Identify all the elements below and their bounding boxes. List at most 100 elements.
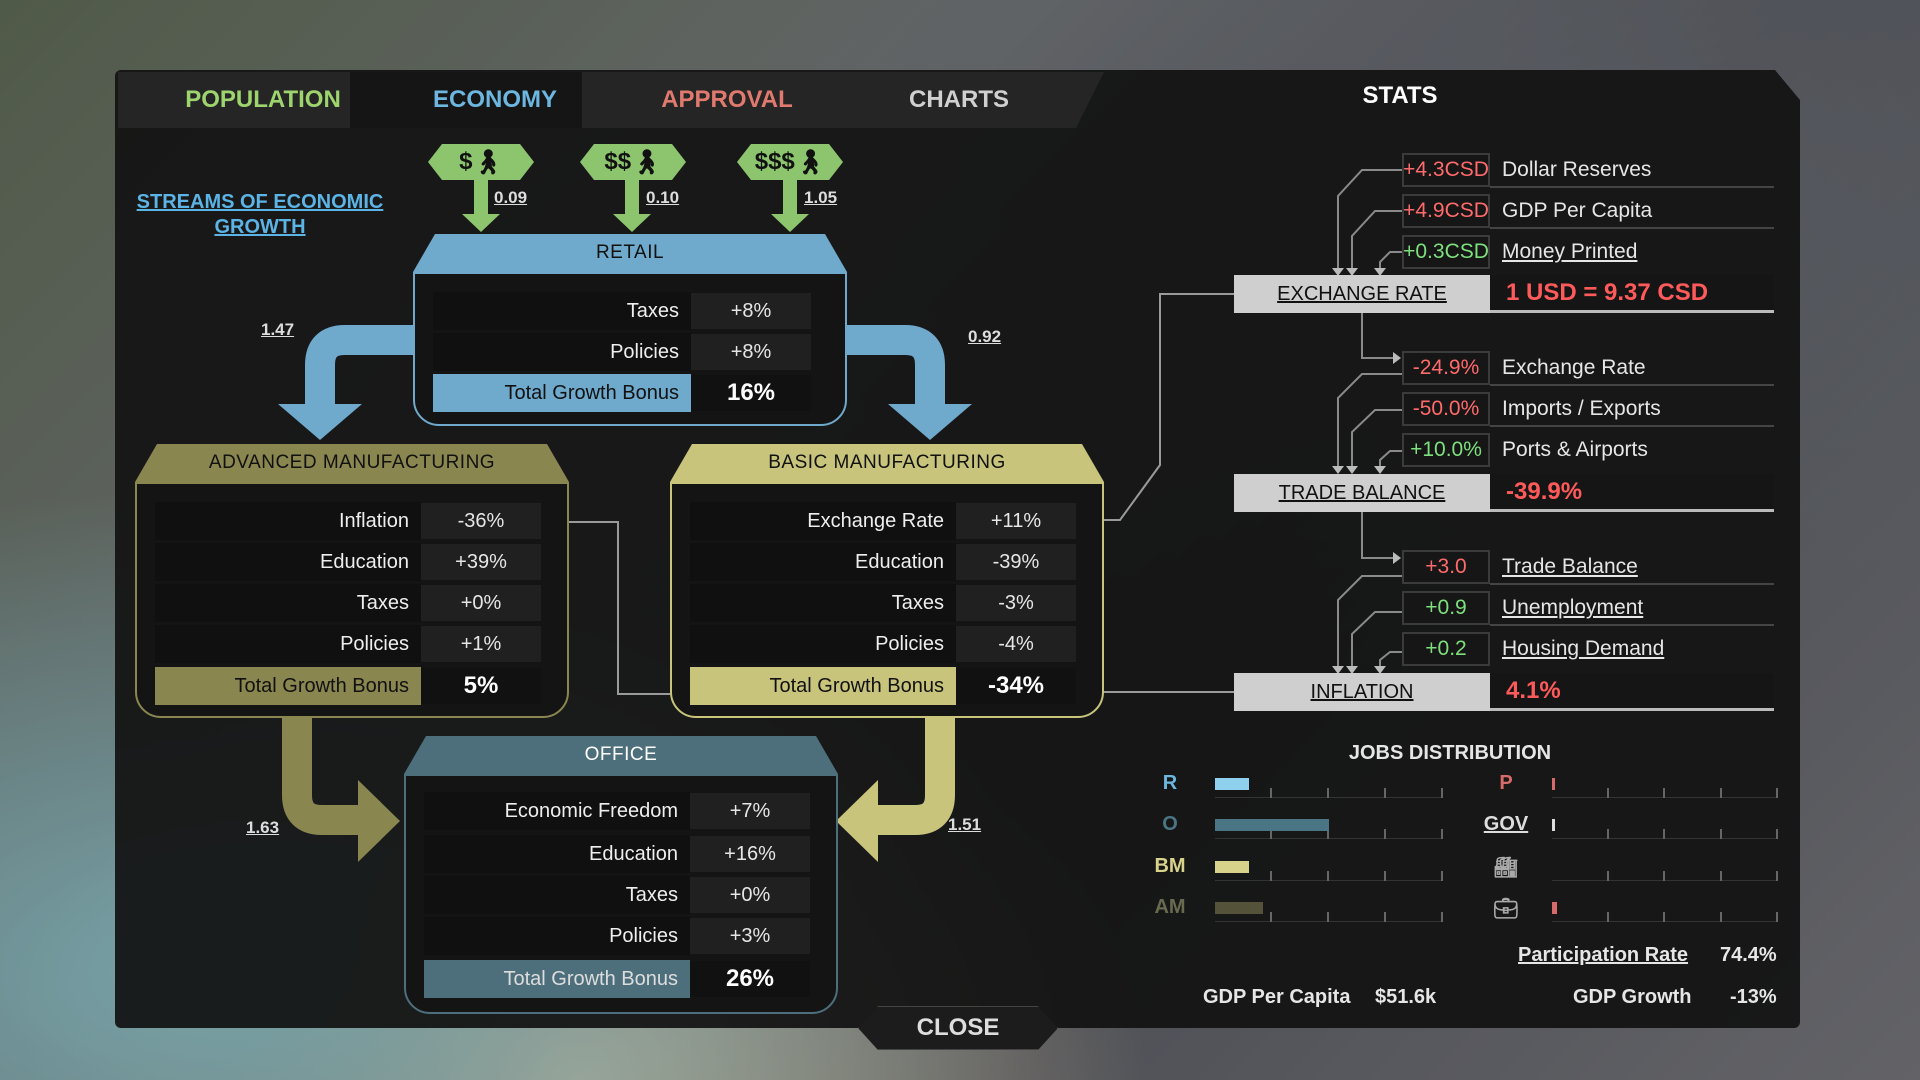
am-header: ADVANCED MANUFACTURING bbox=[135, 444, 569, 482]
wealth-low-value: 0.09 bbox=[494, 188, 528, 207]
jobs-track bbox=[1215, 894, 1443, 922]
bm-total-row: Total Growth Bonus-34% bbox=[690, 667, 1076, 705]
divider bbox=[1490, 227, 1774, 229]
jobs-tick bbox=[1606, 829, 1609, 839]
jobs-tick bbox=[1719, 912, 1722, 922]
bm-row-education: Education-39% bbox=[690, 543, 1076, 581]
jobs-tick bbox=[1270, 788, 1272, 798]
jobs-tick bbox=[1663, 788, 1665, 798]
dollar-icon: $$ bbox=[604, 148, 632, 175]
jobs-bar bbox=[1215, 819, 1329, 831]
jobs-tick bbox=[1327, 788, 1329, 798]
am-row-policies: Policies+1% bbox=[155, 625, 541, 663]
jobs-tick bbox=[1327, 912, 1329, 922]
jobs-bar bbox=[1552, 902, 1557, 914]
gdp-growth-value: -13% bbox=[1730, 986, 1777, 1008]
jobs-tick bbox=[1776, 912, 1778, 922]
jobs-tick bbox=[1719, 829, 1722, 839]
flow-retail-bm-value: 0.92 bbox=[968, 327, 1002, 346]
factory-icon: 🏭︎ bbox=[1493, 857, 1519, 879]
close-button[interactable]: CLOSE bbox=[858, 1006, 1058, 1050]
bm-row-exchange-rate: Exchange Rate+11% bbox=[690, 502, 1076, 540]
person-icon: 🚶︎ bbox=[472, 148, 503, 176]
jobs-tick bbox=[1384, 788, 1386, 798]
trade-balance-row[interactable]: TRADE BALANCE-39.9% bbox=[1234, 474, 1774, 512]
retail-row-taxes: Taxes+8% bbox=[433, 292, 811, 330]
office-row-economic-freedom: Economic Freedom+7% bbox=[424, 792, 810, 830]
streams-of-economic-growth-link[interactable]: STREAMS OF ECONOMIC GROWTH bbox=[136, 191, 384, 238]
jobs-tick bbox=[1663, 829, 1665, 839]
jobs-tick bbox=[1327, 871, 1329, 881]
jobs-track bbox=[1552, 894, 1778, 922]
jobs-bar bbox=[1215, 902, 1263, 914]
jobs-label-gov[interactable]: GOV bbox=[1483, 813, 1529, 835]
divider bbox=[1490, 186, 1774, 188]
jobs-tick bbox=[1606, 871, 1609, 881]
person-icon: 🚶︎ bbox=[631, 148, 662, 176]
wealth-high-value: 1.05 bbox=[804, 188, 838, 207]
jobs-track bbox=[1215, 770, 1443, 798]
jobs-tick bbox=[1441, 912, 1443, 922]
flow-bm-office-value: 1.51 bbox=[948, 815, 982, 834]
participation-rate-value: 74.4% bbox=[1720, 944, 1777, 966]
participation-rate-label[interactable]: Participation Rate bbox=[1518, 944, 1689, 966]
divider bbox=[1490, 384, 1774, 386]
jobs-tick bbox=[1270, 912, 1272, 922]
jobs-tick bbox=[1384, 912, 1386, 922]
jobs-tick bbox=[1384, 829, 1386, 839]
jobs-tick bbox=[1606, 912, 1609, 922]
jobs-tick bbox=[1270, 871, 1272, 881]
jobs-track bbox=[1552, 853, 1778, 881]
stat-imports-exports: -50.0%Imports / Exports bbox=[1402, 391, 1661, 427]
bm-row-policies: Policies-4% bbox=[690, 625, 1076, 663]
stat-exchange-rate: -24.9%Exchange Rate bbox=[1402, 350, 1646, 386]
divider bbox=[1490, 624, 1774, 626]
jobs-tick bbox=[1270, 829, 1272, 839]
retail-header: RETAIL bbox=[413, 234, 847, 272]
wealth-mid-tag: $$🚶︎ bbox=[580, 144, 686, 180]
am-row-education: Education+39% bbox=[155, 543, 541, 581]
am-row-taxes: Taxes+0% bbox=[155, 584, 541, 622]
office-row-policies: Policies+3% bbox=[424, 917, 810, 955]
jobs-label-p: P bbox=[1499, 772, 1513, 794]
jobs-tick bbox=[1719, 788, 1722, 798]
bm-row-taxes: Taxes-3% bbox=[690, 584, 1076, 622]
stat-ports-airports: +10.0%Ports & Airports bbox=[1402, 432, 1648, 468]
jobs-track bbox=[1215, 811, 1443, 839]
jobs-tick bbox=[1441, 871, 1443, 881]
jobs-track bbox=[1552, 770, 1778, 798]
jobs-distribution-title: JOBS DISTRIBUTION bbox=[1348, 742, 1552, 764]
gdp-growth-label: GDP Growth bbox=[1573, 986, 1692, 1008]
jobs-bar bbox=[1215, 778, 1249, 790]
flow-am-office-value: 1.63 bbox=[246, 818, 280, 837]
jobs-tick bbox=[1327, 829, 1329, 839]
gdp-per-capita-value: $51.6k bbox=[1375, 986, 1437, 1008]
jobs-tick bbox=[1441, 829, 1443, 839]
bm-header: BASIC MANUFACTURING bbox=[670, 444, 1104, 482]
jobs-tick bbox=[1384, 871, 1386, 881]
tab-charts[interactable]: CHARTS bbox=[814, 72, 1104, 128]
jobs-tick bbox=[1606, 788, 1609, 798]
am-row-inflation: Inflation-36% bbox=[155, 502, 541, 540]
office-header: OFFICE bbox=[404, 736, 838, 774]
retail-row-policies: Policies+8% bbox=[433, 333, 811, 371]
briefcase-icon: 💼︎ bbox=[1493, 898, 1519, 920]
stats-title: STATS bbox=[1362, 82, 1438, 109]
jobs-tick bbox=[1719, 871, 1722, 881]
jobs-label-bm: BM bbox=[1154, 855, 1186, 877]
jobs-tick bbox=[1776, 871, 1778, 881]
jobs-label-o: O bbox=[1162, 813, 1178, 835]
person-icon: 🚶︎ bbox=[794, 148, 826, 176]
gdp-per-capita-label: GDP Per Capita bbox=[1203, 986, 1351, 1008]
divider bbox=[1490, 425, 1774, 427]
